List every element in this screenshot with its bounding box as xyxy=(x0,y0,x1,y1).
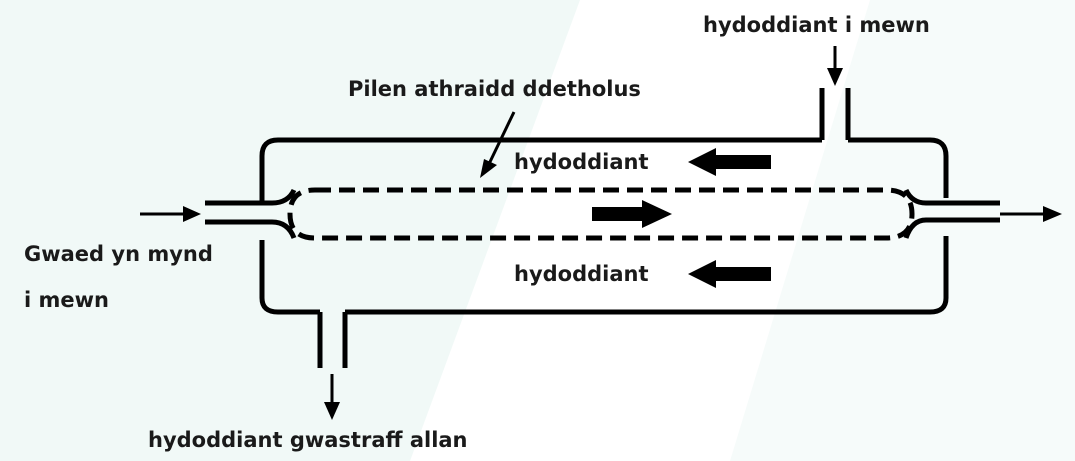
outer-chamber-bottom xyxy=(345,236,949,315)
outer-chamber-left-lower xyxy=(259,240,320,315)
solution-in-arrowhead xyxy=(827,68,843,86)
blood-outlet-pipe xyxy=(903,188,1000,239)
background-tint-shape-right xyxy=(730,0,1075,461)
bottom-outlet-pipe xyxy=(317,312,348,368)
label-membrane: Pilen athraidd ddetholus xyxy=(348,77,641,101)
label-waste-out: hydoddiant gwastraff allan xyxy=(148,428,468,452)
label-blood-in-line1: Gwaed yn mynd xyxy=(24,242,213,266)
label-solution-in: hydoddiant i mewn xyxy=(703,13,930,37)
label-solution-bottom: hydoddiant xyxy=(514,262,649,286)
outer-chamber-top-right xyxy=(848,137,949,198)
top-inlet-pipe xyxy=(819,88,851,140)
waste-out-arrowhead xyxy=(324,402,340,420)
blood-in-arrowhead xyxy=(183,206,201,222)
blood-inlet-pipe-lower xyxy=(205,219,297,239)
label-solution-top: hydoddiant xyxy=(514,150,649,174)
flow-arrow-middle-right xyxy=(592,200,672,228)
membrane-pointer-arrowhead xyxy=(480,159,497,178)
flow-arrow-bottom-left xyxy=(688,260,771,288)
label-blood-in-line2: i mewn xyxy=(24,288,109,312)
blood-out-arrowhead xyxy=(1043,206,1062,222)
flow-arrow-top-left xyxy=(688,148,771,176)
membrane-pointer-line xyxy=(486,111,516,167)
membrane-tube xyxy=(287,187,915,241)
blood-inlet-pipe xyxy=(205,188,297,225)
outer-chamber xyxy=(259,137,822,203)
